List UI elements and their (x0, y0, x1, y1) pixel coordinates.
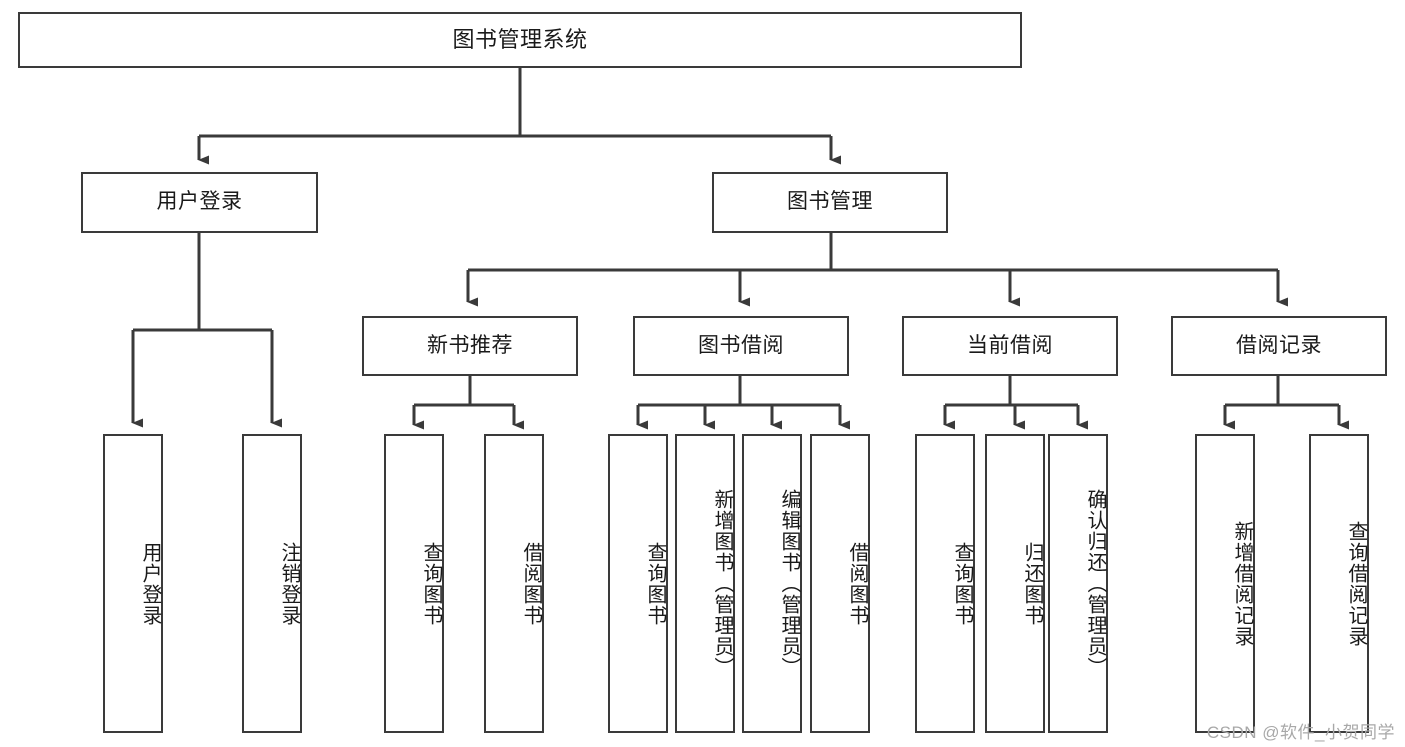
node-user-login[interactable]: 用户登录 (81, 172, 318, 233)
node-label: 查询图书 (951, 541, 973, 626)
leaf-user-login-signin[interactable]: 用户登录 (103, 434, 163, 733)
leaf-record-add-record[interactable]: 新增借阅记录 (1195, 434, 1255, 733)
node-label: 查询借阅记录 (1345, 520, 1367, 647)
leaf-borrow-edit-book-admin[interactable]: 编辑图书（管理员） (742, 434, 802, 733)
node-label: 注销登录 (278, 541, 300, 626)
leaf-current-return-book[interactable]: 归还图书 (985, 434, 1045, 733)
node-label: 图书管理 (787, 190, 873, 214)
node-new-book-recommend[interactable]: 新书推荐 (362, 316, 578, 376)
node-label: 图书管理系统 (452, 27, 588, 53)
leaf-user-login-signout[interactable]: 注销登录 (242, 434, 302, 733)
leaf-borrow-borrow-book[interactable]: 借阅图书 (810, 434, 870, 733)
node-root-system[interactable]: 图书管理系统 (18, 12, 1022, 68)
node-label: 编辑图书（管理员） (778, 489, 800, 678)
node-label: 用户登录 (156, 190, 243, 214)
node-label: 新增图书（管理员） (711, 489, 733, 678)
node-label: 借阅图书 (846, 541, 868, 626)
node-label: 确认归还（管理员） (1084, 489, 1106, 678)
node-label: 借阅记录 (1236, 333, 1322, 357)
node-current-borrow[interactable]: 当前借阅 (902, 316, 1118, 376)
leaf-recommend-query-book[interactable]: 查询图书 (384, 434, 444, 733)
watermark-text: CSDN @软件_小贺同学 (1206, 723, 1395, 742)
node-label: 新增借阅记录 (1231, 520, 1253, 647)
node-label: 借阅图书 (520, 541, 542, 626)
leaf-recommend-borrow-book[interactable]: 借阅图书 (484, 434, 544, 733)
node-label: 用户登录 (139, 541, 161, 626)
leaf-borrow-query-book[interactable]: 查询图书 (608, 434, 668, 733)
node-label: 查询图书 (420, 541, 442, 626)
node-label: 图书借阅 (698, 333, 784, 357)
node-label: 归还图书 (1021, 541, 1043, 626)
node-book-borrow[interactable]: 图书借阅 (633, 316, 849, 376)
node-label: 查询图书 (644, 541, 666, 626)
node-label: 新书推荐 (427, 333, 513, 357)
leaf-current-query-book[interactable]: 查询图书 (915, 434, 975, 733)
node-label: 当前借阅 (967, 333, 1053, 357)
leaf-record-query-record[interactable]: 查询借阅记录 (1309, 434, 1369, 733)
node-book-management[interactable]: 图书管理 (712, 172, 948, 233)
node-borrow-record[interactable]: 借阅记录 (1171, 316, 1387, 376)
leaf-current-confirm-return-admin[interactable]: 确认归还（管理员） (1048, 434, 1108, 733)
leaf-borrow-add-book-admin[interactable]: 新增图书（管理员） (675, 434, 735, 733)
